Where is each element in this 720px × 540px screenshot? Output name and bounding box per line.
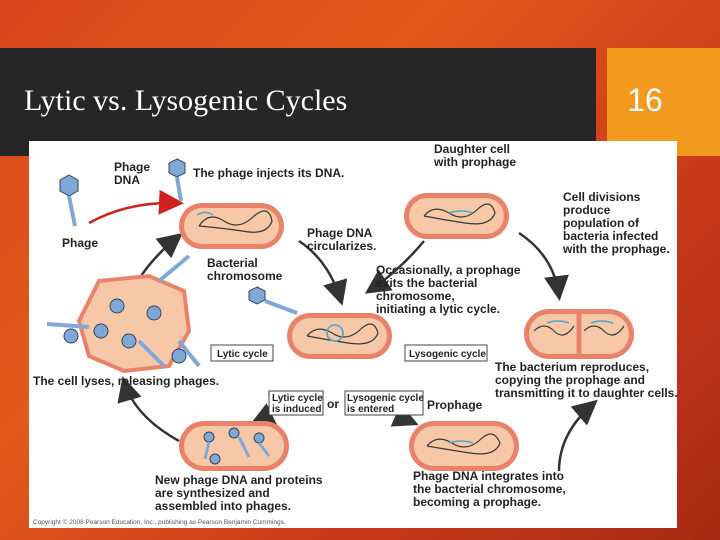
label-reproduces-3: transmitting it to daughter cells. [495,386,677,400]
label-occasionally-2: exits the bacterial [376,276,477,290]
label-lytic-induced-2: is induced [272,404,321,415]
label-lyses: The cell lyses, releasing phages. [33,374,219,388]
label-circularizes-1: Phage DNA [307,226,373,240]
diagram-svg: Phage DNA Phage The phage injects its DN… [33,142,677,526]
cycle-arrow-left-down [117,376,180,443]
label-occasionally-1: Occasionally, a prophage [376,263,521,277]
label-or: or [327,397,339,411]
label-circularizes-2: circularizes. [307,239,376,253]
label-phage-dna-2: DNA [114,173,140,187]
injection-arrow [88,189,184,225]
label-injects: The phage injects its DNA. [193,166,344,180]
cycle-arrow-right-top [518,231,569,301]
label-divisions-5: with the prophage. [562,242,670,256]
label-bact-chrom-2: chromosome [207,269,283,283]
slide-title: Lytic vs. Lysogenic Cycles [24,84,348,117]
phage-on-cell [168,158,186,202]
label-divisions-4: bacteria infected [563,229,658,243]
phage-center [248,286,298,315]
label-prophage: Prophage [427,398,483,412]
cell-infected [179,203,284,249]
label-divisions-2: produce [563,203,611,217]
label-occasionally-4: initiating a lytic cycle. [376,302,500,316]
label-phage-dna: Phage [114,160,150,174]
cell-circularized [287,313,392,359]
label-integrates-3: becoming a prophage. [413,495,541,509]
cycle-arrow-inner-right [364,240,425,294]
label-reproduces-1: The bacterium reproduces, [495,360,649,374]
label-new-phage-1: New phage DNA and proteins [155,473,323,487]
label-bact-chrom-1: Bacterial [207,256,258,270]
label-integrates-2: the bacterial chromosome, [413,482,566,496]
lytic-lysogenic-diagram: Phage DNA Phage The phage injects its DN… [29,141,677,528]
cycle-arrow-right-up [557,399,598,472]
cell-prophage [409,421,519,471]
label-lysogenic-entered-2: is entered [347,404,394,415]
slide-number: 16 [627,82,663,118]
label-daughter-2: with prophage [433,155,516,169]
free-phage [59,174,79,227]
label-daughter-1: Daughter cell [434,142,510,156]
cycle-arrow-top-left [298,239,348,306]
copyright-notice: Copyright © 2008 Pearson Education, Inc.… [33,518,286,526]
label-divisions-3: population of [563,216,640,230]
lysed-cell [46,254,201,374]
label-integrates-1: Phage DNA integrates into [413,469,564,483]
label-new-phage-3: assembled into phages. [155,499,291,513]
label-new-phage-2: are synthesized and [155,486,270,500]
label-lysogenic-entered-1: Lysogenic cycle [347,393,424,404]
title-bar [0,48,596,156]
label-lysogenic-cycle: Lysogenic cycle [409,349,486,360]
label-divisions-1: Cell divisions [563,190,641,204]
cell-synthesizing [179,421,289,471]
daughter-cell [404,193,509,239]
slide-number-box: 16 [607,48,720,156]
label-lytic-cycle: Lytic cycle [217,349,268,360]
dividing-cell [524,309,634,359]
label-reproduces-2: copying the prophage and [495,373,645,387]
label-phage: Phage [62,236,98,250]
label-lytic-induced-1: Lytic cycle [272,393,323,404]
label-occasionally-3: chromosome, [376,289,455,303]
